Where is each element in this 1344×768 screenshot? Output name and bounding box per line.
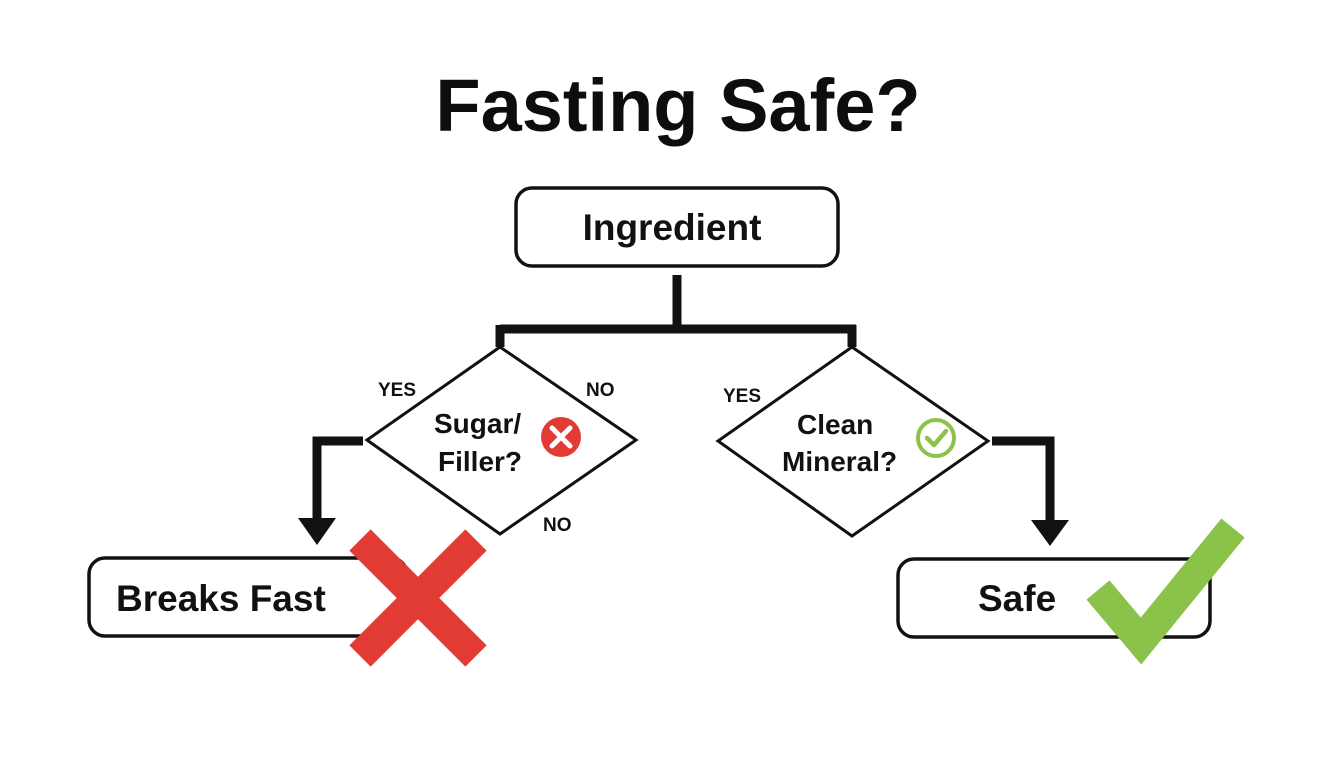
decision-sugar[interactable]: Sugar/ Filler? [364,345,639,536]
decision-mineral-line1: Clean [797,409,873,440]
decision-mineral-shape [715,345,991,538]
connector-mineral-yes [992,436,1055,522]
decision-mineral-line2: Mineral? [782,446,897,477]
red-x-icon [349,529,487,667]
start-node[interactable]: Ingredient [514,186,840,268]
check-circle-icon [916,418,956,458]
edge-label-sugar-yes: YES [378,380,416,401]
outcome-breaks-fast-label: Breaks Fast [116,578,326,619]
outcome-breaks-fast[interactable]: Breaks Fast [87,529,487,667]
start-node-label: Ingredient [583,207,762,248]
decision-mineral[interactable]: Clean Mineral? [715,345,991,538]
decision-sugar-shape [364,345,639,536]
edge-label-mineral-yes: YES [723,386,761,407]
edge-label-sugar-no-bottom: NO [543,515,572,536]
decision-sugar-line2: Filler? [438,446,522,477]
outcome-safe-label: Safe [978,578,1056,619]
page-title: Fasting Safe? [435,64,920,147]
green-check-icon [1086,518,1245,665]
edge-label-sugar-no-top: NO [586,380,615,401]
outcome-safe[interactable]: Safe [896,518,1245,665]
start-node-box [514,186,840,268]
arrowhead-sugar-yes [298,518,336,545]
x-circle-icon [541,417,581,457]
arrowhead-mineral-yes [1031,520,1069,546]
connector-sugar-yes [312,436,363,520]
decision-sugar-line1: Sugar/ [434,408,521,439]
connector-start-to-branches [495,275,857,347]
